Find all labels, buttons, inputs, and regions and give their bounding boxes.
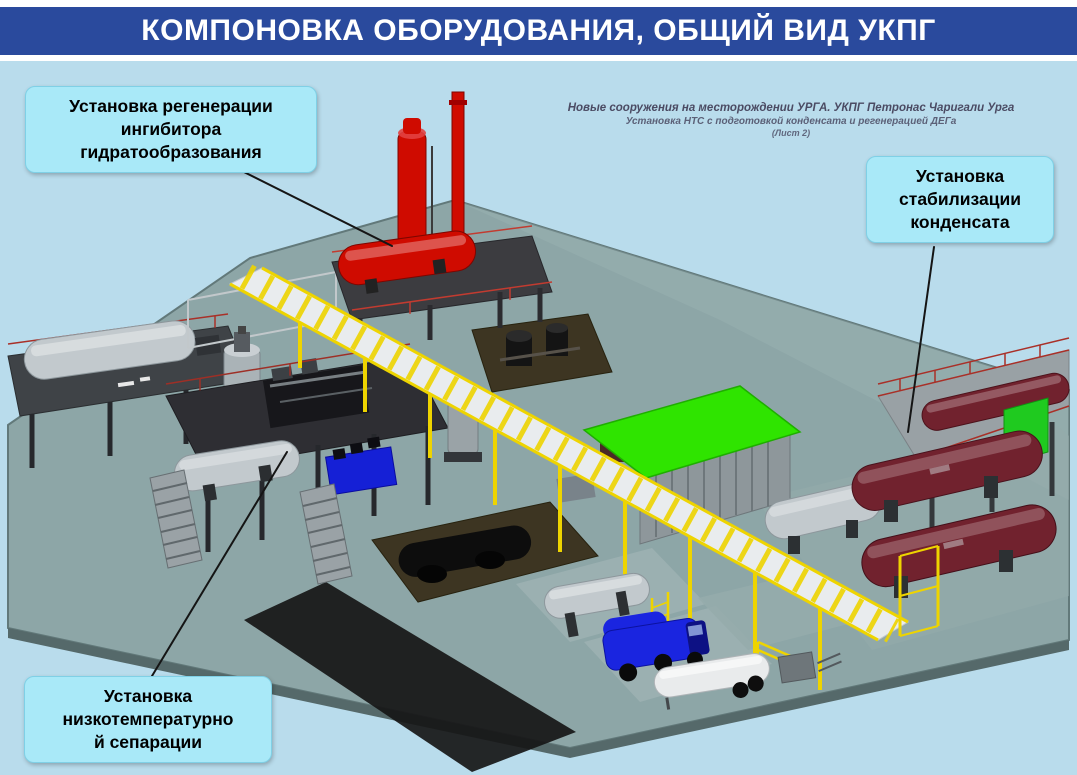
page-title: КОМПОНОВКА ОБОРУДОВАНИЯ, ОБЩИЙ ВИД УКПГ [141, 14, 936, 47]
callout-line: ингибитора [120, 119, 222, 140]
drum-platform-left [7, 271, 337, 468]
road [244, 582, 576, 772]
gray-drum-front [544, 572, 650, 638]
red-horizontal-vessel [337, 230, 477, 294]
callout-condensate-stabilization: Установка стабилизации конденсата [866, 156, 1054, 244]
slide-title-bar: КОМПОНОВКА ОБОРУДОВАНИЯ, ОБЩИЙ ВИД УКПГ [0, 7, 1077, 55]
stairs-left [149, 469, 203, 569]
callout-line: Установка [103, 686, 193, 706]
low-temperature-separation-unit [149, 343, 449, 585]
callout-pointers [151, 169, 935, 677]
utility-box [777, 651, 842, 684]
drawing-note: Новые сооружения на месторождении УРГА. … [545, 102, 1037, 138]
red-flare-stack [451, 91, 465, 239]
callout-low-temp-separation: Установка низкотемпературно й сепарации [24, 676, 272, 764]
callout-inhibitor-regeneration: Установка регенерации ингибитора гидрато… [25, 86, 317, 174]
separator-drum [174, 440, 300, 502]
site-equipment-front [544, 572, 842, 710]
horizontal-drum-left [23, 320, 222, 380]
callout-line: конденсата [910, 212, 1010, 233]
red-column [397, 131, 427, 245]
stabilizer-vessel-1 [851, 430, 1043, 511]
callout-line: гидратообразования [80, 142, 262, 163]
callout-line: Установка [915, 166, 1005, 186]
pipe-rack [228, 264, 910, 690]
condensate-stabilization-unit [757, 337, 1070, 680]
inhibitor-regeneration-unit [331, 91, 553, 352]
stairs-right [299, 483, 353, 585]
equipment-pit-upper [471, 313, 613, 393]
drawing-note-line1: Новые сооружения на месторождении УРГА. … [567, 102, 1015, 114]
callout-line: Установка регенерации [69, 96, 273, 116]
stabilizer-vessel-2 [861, 504, 1057, 588]
white-tank-trailer [653, 653, 770, 710]
drawing-note-line2: Установка НТС с подготовкой конденсата и… [625, 116, 957, 127]
stabilizer-upper-vessel [921, 372, 1070, 431]
equipment-pit-lower [371, 501, 599, 603]
blue-package-unit [325, 436, 398, 496]
blue-truck [602, 611, 710, 682]
callout-line: низкотемпературно [62, 709, 234, 730]
green-canopy-roof [582, 385, 802, 479]
callout-line: стабилизации [899, 189, 1021, 210]
callout-line: й сепарации [93, 732, 203, 753]
drawing-note-line3: (Лист 2) [771, 128, 811, 138]
